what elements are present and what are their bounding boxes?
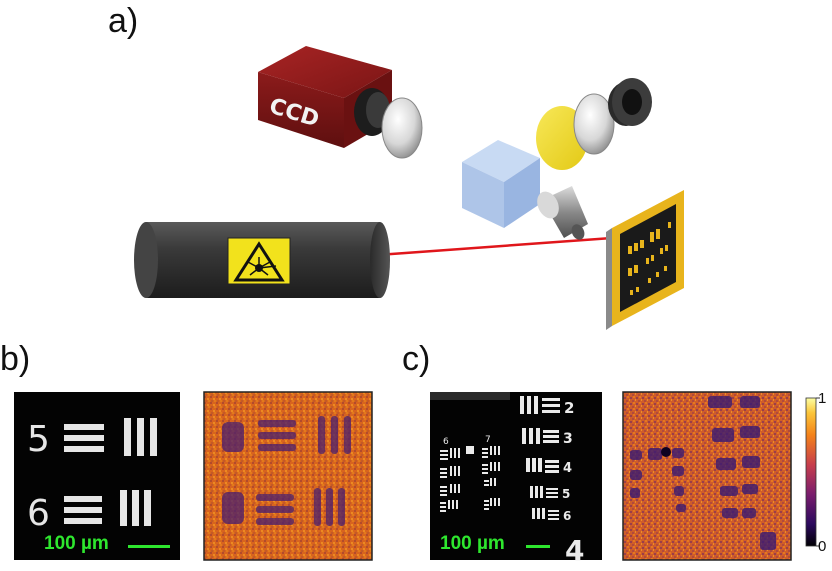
scale-label-b: 100 µm <box>44 533 109 554</box>
tube-lens <box>573 93 615 155</box>
target-b-bars-vertical-bottom <box>120 490 151 526</box>
laser <box>134 222 390 298</box>
target-b-bars-vertical-top <box>124 418 157 456</box>
scale-label-c: 100 µm <box>440 533 505 554</box>
reconstruction-image-b <box>203 391 373 561</box>
ccd-lens <box>381 97 423 159</box>
target-c-element-6: 6 <box>563 509 571 523</box>
beam-splitter-cube <box>462 140 540 228</box>
target-c-group-7: 7 <box>485 435 491 445</box>
target-c-element-3: 3 <box>563 431 573 447</box>
target-b-bars-horizontal-top <box>64 424 104 452</box>
target-c-element-4: 4 <box>563 461 572 476</box>
target-c-group-6: 6 <box>443 437 449 447</box>
detector-tube <box>608 78 652 126</box>
target-b-bars-horizontal-bottom <box>64 496 102 524</box>
scale-bar-c <box>526 545 550 548</box>
sample-target <box>606 190 684 330</box>
target-c-element-5: 5 <box>562 487 570 501</box>
panel-label-a: a) <box>108 2 139 40</box>
panel-label-b: b) <box>0 340 31 378</box>
target-b-digit-6: 6 <box>27 493 50 534</box>
target-c-corner-digit: 4 <box>565 534 584 567</box>
reconstruction-image-c <box>622 391 792 561</box>
colorbar <box>805 397 820 547</box>
target-c-element-2: 2 <box>564 399 574 417</box>
panel-label-c: c) <box>402 340 431 378</box>
target-image-b: 5 6 <box>14 392 180 560</box>
objective-lens <box>537 186 588 240</box>
ccd-camera: CCD <box>258 46 423 159</box>
colorbar-max-label: 1 <box>818 390 827 407</box>
colorbar-min-label: 0 <box>818 538 827 555</box>
target-image-c: 6 7 2 3 4 5 6 4 <box>430 392 602 567</box>
target-b-digit-5: 5 <box>27 419 50 460</box>
scale-bar-b <box>128 545 170 548</box>
laser-beam <box>377 236 613 257</box>
laser-warning-icon <box>227 237 291 285</box>
